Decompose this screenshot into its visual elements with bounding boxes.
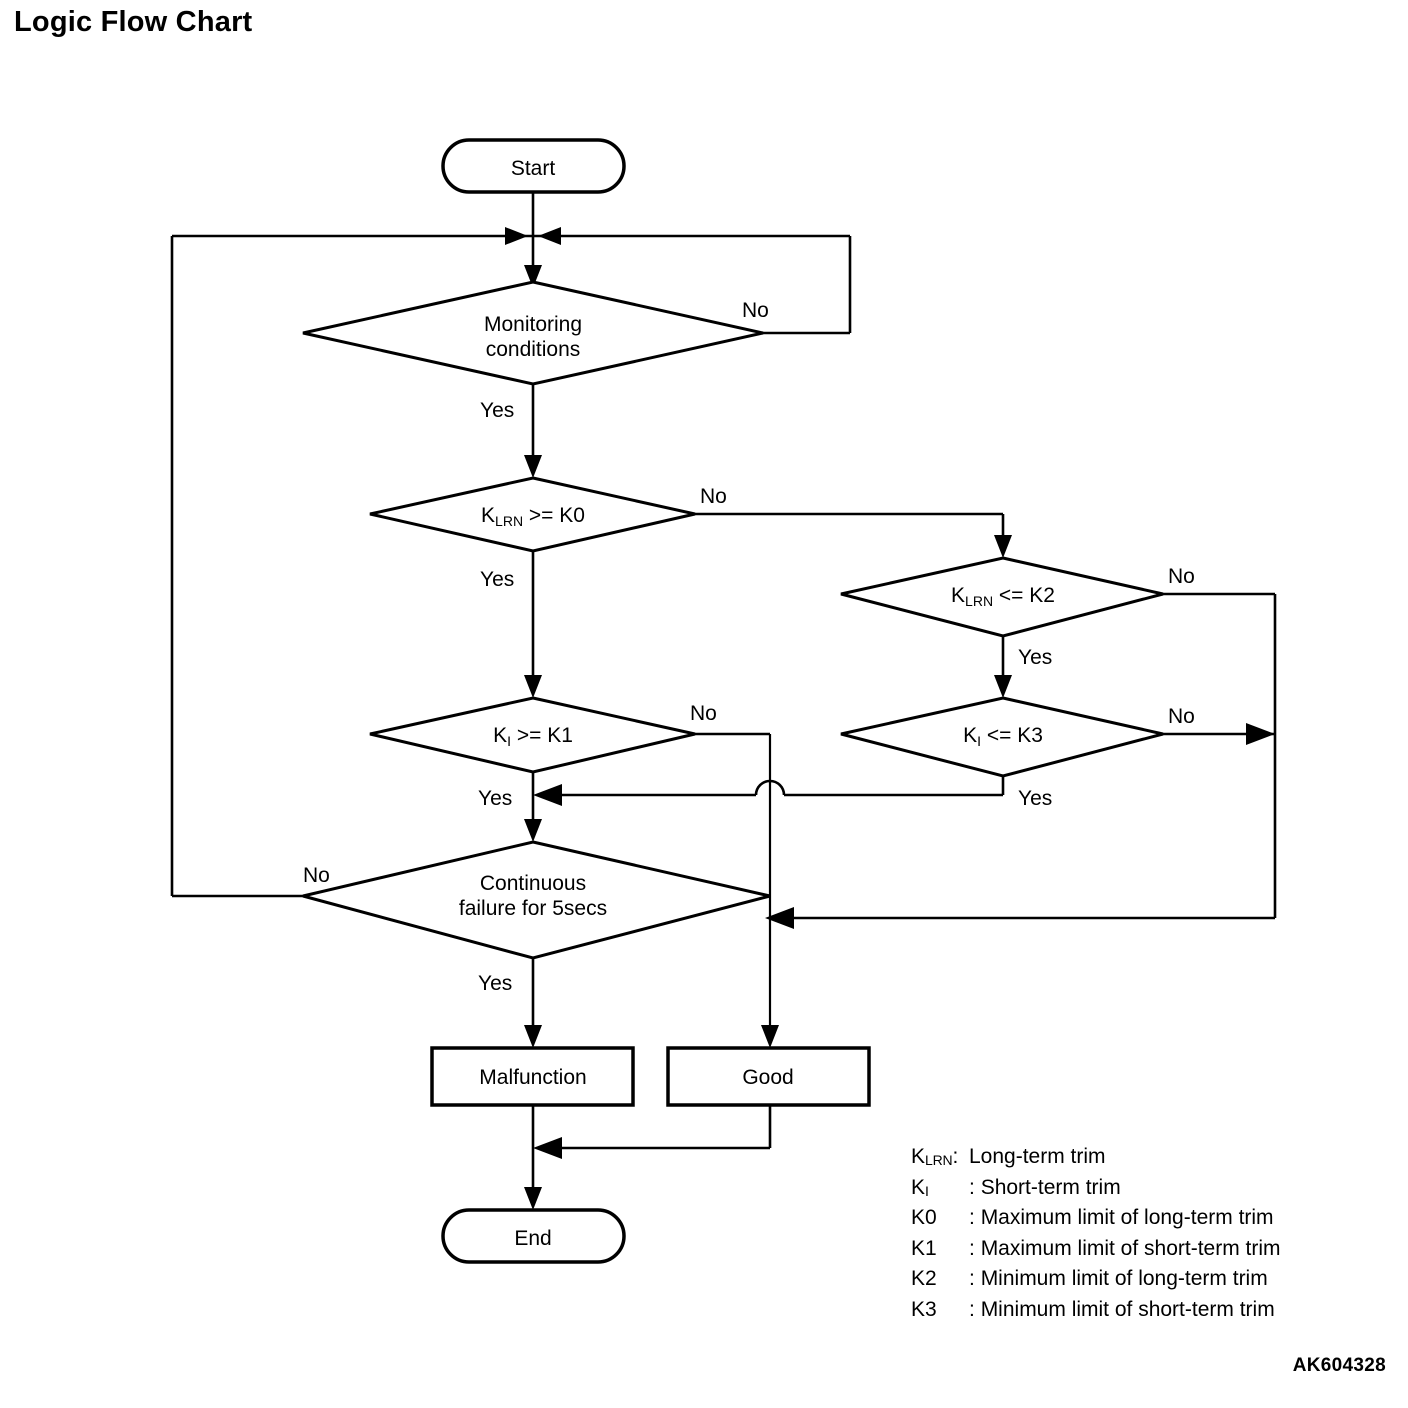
decision-klrn-le-k2-label: KLRN <= K2 xyxy=(951,584,1055,609)
branch-label-monitoring-yes: Yes xyxy=(480,399,514,422)
branch-label-monitoring-no: No xyxy=(742,299,769,322)
legend-description: : Minimum limit of long-term trim xyxy=(969,1267,1268,1291)
branch-label-klrn-k2-no: No xyxy=(1168,565,1195,588)
decision-klrn-ge-k0-sub: LRN xyxy=(495,513,523,529)
legend-symbol: K0 xyxy=(911,1206,937,1229)
decision-klrn-le-k2-rest: <= K2 xyxy=(993,584,1055,607)
process-good[interactable] xyxy=(666,1046,871,1107)
arrowhead-into-malfunction xyxy=(524,1025,542,1048)
legend-row: KLRN: Long-term trim xyxy=(911,1145,1281,1176)
decision-ki-le-k3-rest: <= K3 xyxy=(981,724,1043,747)
legend-symbol: K1 xyxy=(911,1236,937,1260)
decision-ki-ge-k1[interactable] xyxy=(369,696,696,774)
legend: KLRN: Long-term trim KI : Short-term tri… xyxy=(911,1145,1281,1328)
legend-description-text: Maximum limit of short-term trim xyxy=(980,1236,1281,1260)
decision-ki-le-k3-sub: I xyxy=(977,733,981,749)
legend-separator: : xyxy=(969,1236,975,1260)
legend-row: K3 : Minimum limit of short-term trim xyxy=(911,1298,1281,1329)
line-hop-arc xyxy=(754,779,786,796)
branch-label-klrn-k0-yes: Yes xyxy=(480,568,514,591)
branch-label-ki-k1-no: No xyxy=(690,702,717,725)
decision-klrn-le-k2[interactable] xyxy=(840,556,1164,638)
process-good-label: Good xyxy=(742,1066,793,1089)
decision-continuous-label-line2: failure for 5secs xyxy=(459,897,607,920)
decision-klrn-ge-k0-rest: >= K0 xyxy=(523,504,585,527)
legend-description: : Minimum limit of short-term trim xyxy=(969,1298,1275,1322)
legend-row: KI : Short-term trim xyxy=(911,1176,1281,1207)
legend-description: : Short-term trim xyxy=(969,1176,1121,1200)
branch-label-continuous-no: No xyxy=(303,864,330,887)
end-terminator[interactable] xyxy=(441,1208,626,1264)
branch-label-klrn-k0-no: No xyxy=(700,485,727,508)
legend-separator: : xyxy=(969,1297,975,1321)
decision-ki-le-k3-label: KI <= K3 xyxy=(963,724,1043,749)
arrowhead-into-klrn-k2 xyxy=(994,535,1012,558)
legend-description-text: Maximum limit of long-term trim xyxy=(980,1206,1274,1229)
start-label: Start xyxy=(511,157,556,180)
decision-continuous-failure[interactable] xyxy=(302,840,771,960)
legend-description-text: Minimum limit of long-term trim xyxy=(980,1267,1268,1290)
arrowhead-into-good xyxy=(761,1025,779,1048)
decision-klrn-ge-k0[interactable] xyxy=(369,476,696,553)
legend-symbol: KI xyxy=(911,1175,929,1199)
decision-ki-ge-k1-rest: >= K1 xyxy=(511,724,573,747)
decision-ki-ge-k1-label: KI >= K1 xyxy=(493,724,573,749)
drawing-code: AK604328 xyxy=(1292,1355,1386,1376)
arrowhead-merge-from-right xyxy=(538,227,561,245)
legend-description: : Maximum limit of short-term trim xyxy=(969,1237,1281,1261)
branch-label-ki-k3-yes: Yes xyxy=(1018,787,1052,810)
branch-label-continuous-yes: Yes xyxy=(478,972,512,995)
arrowhead-ki-k3-no-into-bus xyxy=(1246,723,1275,745)
legend-description-text: Minimum limit of short-term trim xyxy=(980,1297,1275,1321)
branch-label-ki-k1-yes: Yes xyxy=(478,787,512,810)
decision-ki-ge-k1-sub: I xyxy=(507,733,511,749)
arrowhead-merge-from-left xyxy=(505,227,528,245)
arrowhead-into-ki-k1 xyxy=(524,675,542,698)
legend-description-text: Short-term trim xyxy=(980,1175,1121,1199)
legend-symbol-sub: I xyxy=(925,1182,929,1199)
arrowhead-into-continuous xyxy=(524,819,542,842)
end-label: End xyxy=(514,1227,551,1250)
arrowhead-into-monitoring xyxy=(524,265,542,288)
decision-klrn-ge-k0-k: K xyxy=(481,504,495,527)
legend-separator: : xyxy=(969,1175,975,1199)
branch-label-klrn-k2-yes: Yes xyxy=(1018,646,1052,669)
decision-continuous-label-line1: Continuous xyxy=(480,872,586,895)
decision-monitoring-label-line2: conditions xyxy=(486,338,581,361)
legend-separator: : xyxy=(969,1206,975,1229)
arrowhead-into-end xyxy=(524,1187,542,1210)
legend-symbol: K3 xyxy=(911,1297,937,1321)
decision-monitoring-conditions[interactable] xyxy=(302,280,764,386)
arrowhead-good-join xyxy=(533,1137,562,1159)
decision-ki-le-k3-k: K xyxy=(963,724,977,747)
legend-symbol: K2 xyxy=(911,1267,937,1290)
branch-label-ki-k3-no: No xyxy=(1168,705,1195,728)
process-malfunction[interactable] xyxy=(430,1046,635,1107)
legend-description: : Maximum limit of long-term trim xyxy=(969,1206,1274,1230)
page-title: Logic Flow Chart xyxy=(14,6,253,38)
arrowhead-bus-into-good-column xyxy=(765,907,794,929)
decision-ki-le-k3[interactable] xyxy=(840,696,1164,778)
legend-separator: : xyxy=(969,1267,975,1290)
arrowhead-into-ki-k3 xyxy=(994,675,1012,698)
legend-separator: : xyxy=(952,1145,959,1168)
legend-row: K1 : Maximum limit of short-term trim xyxy=(911,1237,1281,1268)
arrowhead-into-klrn-k0 xyxy=(524,455,542,478)
legend-description: Long-term trim xyxy=(969,1145,1106,1168)
decision-klrn-ge-k0-label: KLRN >= K0 xyxy=(481,504,585,529)
decision-klrn-le-k2-k: K xyxy=(951,584,965,607)
decision-klrn-le-k2-sub: LRN xyxy=(965,593,993,609)
legend-symbol: KLRN: xyxy=(911,1145,959,1168)
arrowhead-into-ki-k1-yes xyxy=(533,784,562,806)
legend-row: K0 : Maximum limit of long-term trim xyxy=(911,1206,1281,1237)
decision-ki-ge-k1-k: K xyxy=(493,724,507,747)
process-malfunction-label: Malfunction xyxy=(479,1066,586,1089)
start-terminator[interactable] xyxy=(441,138,626,194)
legend-row: K2 : Minimum limit of long-term trim xyxy=(911,1267,1281,1298)
legend-symbol-sub: LRN xyxy=(925,1152,953,1168)
decision-monitoring-label-line1: Monitoring xyxy=(484,313,582,336)
